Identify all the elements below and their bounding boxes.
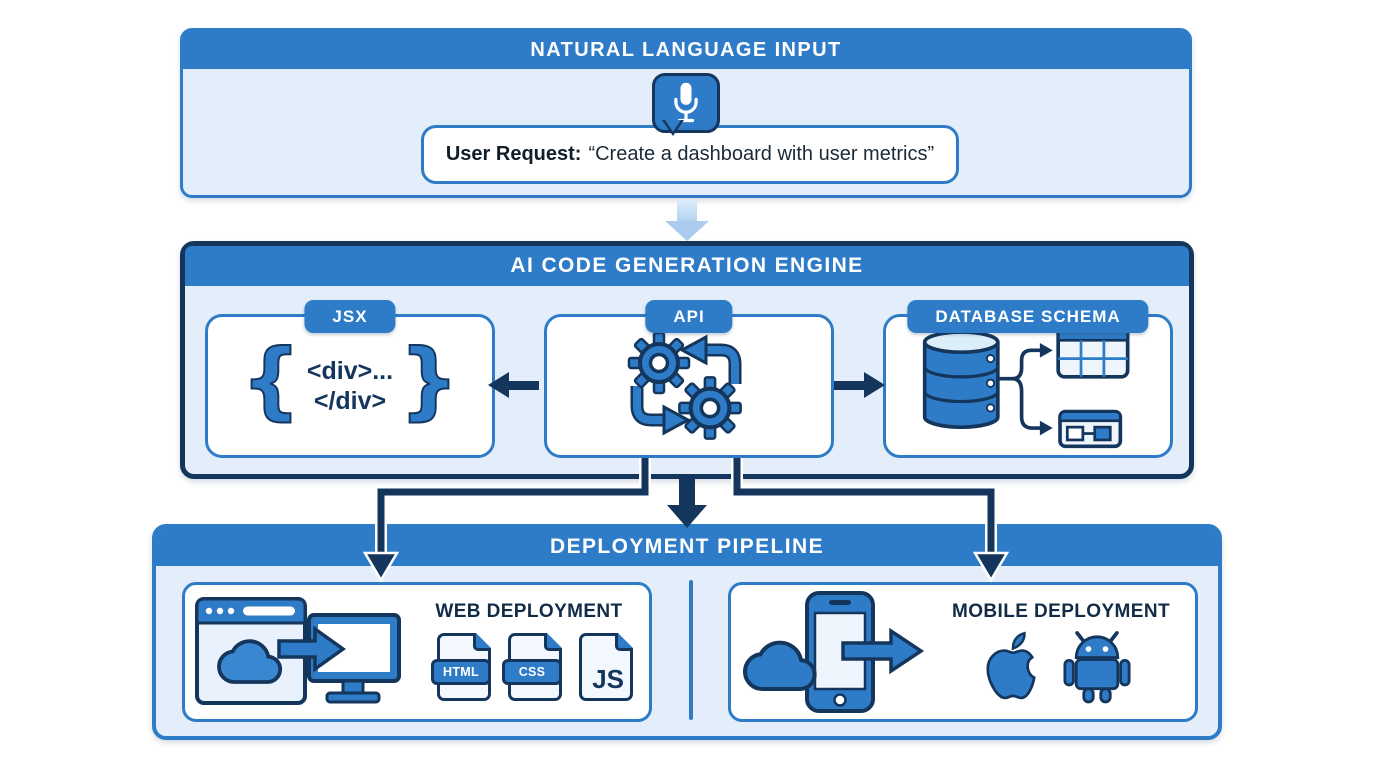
- gears-sync-icon: [627, 331, 742, 440]
- js-file-label: JS: [592, 664, 624, 694]
- natural-language-input-section: NATURAL LANGUAGE INPUT User Request: “Cr…: [180, 28, 1192, 198]
- deployment-pipeline-section: DEPLOYMENT PIPELINE WEB DEPLOYMENT: [152, 524, 1222, 740]
- mobile-deployment-title: MOBILE DEPLOYMENT: [952, 601, 1170, 622]
- brace-close: }: [398, 331, 460, 430]
- api-tab: API: [645, 300, 733, 333]
- table-icon: [1056, 323, 1130, 379]
- cloud-icon: [743, 640, 817, 692]
- ai-code-generation-engine-section: AI CODE GENERATION ENGINE JSX { <div>...…: [180, 241, 1194, 479]
- mobile-deploy-cluster: [743, 591, 925, 713]
- css-file-icon: CSS: [502, 633, 562, 701]
- pipeline-divider: [689, 580, 693, 720]
- database-schema-box: DATABASE SCHEMA: [883, 300, 1173, 458]
- jsx-code-line-2: </div>: [313, 387, 387, 415]
- html-file-icon: HTML: [431, 633, 491, 701]
- user-request-box: User Request: “Create a dashboard with u…: [421, 125, 959, 184]
- microphone-icon: [674, 82, 698, 123]
- record-icon: [1058, 409, 1123, 449]
- user-request-text: “Create a dashboard with user metrics”: [588, 143, 935, 165]
- brace-open: {: [240, 331, 302, 430]
- browser-icon: [195, 597, 307, 705]
- natural-language-input-header: NATURAL LANGUAGE INPUT: [183, 31, 1189, 69]
- apple-icon: [986, 631, 1036, 700]
- speech-bubble: [652, 73, 720, 136]
- api-box: API: [544, 300, 834, 458]
- arrow-api-to-jsx-icon: [488, 372, 539, 398]
- jsx-box: JSX { <div>... </div> }: [205, 300, 495, 458]
- js-file-icon: JS: [579, 633, 633, 701]
- web-deployment-title: WEB DEPLOYMENT: [435, 601, 623, 622]
- mobile-deployment-box: MOBILE DEPLOYMENT: [728, 582, 1198, 722]
- arrow-down-light-icon: [665, 200, 709, 241]
- jsx-code-line-1: <div>...: [306, 357, 394, 385]
- web-deploy-cluster: [195, 597, 401, 705]
- file-icons: HTML CSS JS: [431, 633, 633, 701]
- jsx-tab: JSX: [304, 300, 396, 333]
- arrow-api-to-database-icon: [834, 372, 885, 398]
- android-icon: [1063, 631, 1131, 704]
- database-icon: [922, 323, 1130, 449]
- web-deployment-box: WEB DEPLOYMENT: [182, 582, 652, 722]
- engine-header: AI CODE GENERATION ENGINE: [185, 246, 1189, 286]
- jsx-code-snippet: { <div>... </div> }: [240, 331, 460, 430]
- html-file-label: HTML: [431, 659, 491, 685]
- deployment-pipeline-header: DEPLOYMENT PIPELINE: [156, 528, 1218, 566]
- database-schema-tab: DATABASE SCHEMA: [907, 300, 1149, 333]
- arrow-right-icon: [841, 627, 925, 675]
- platform-icons: [981, 629, 1131, 705]
- arrow-right-icon: [277, 625, 347, 673]
- user-request-label: User Request:: [445, 143, 582, 165]
- css-file-label: CSS: [502, 659, 562, 685]
- cloud-icon: [217, 639, 283, 684]
